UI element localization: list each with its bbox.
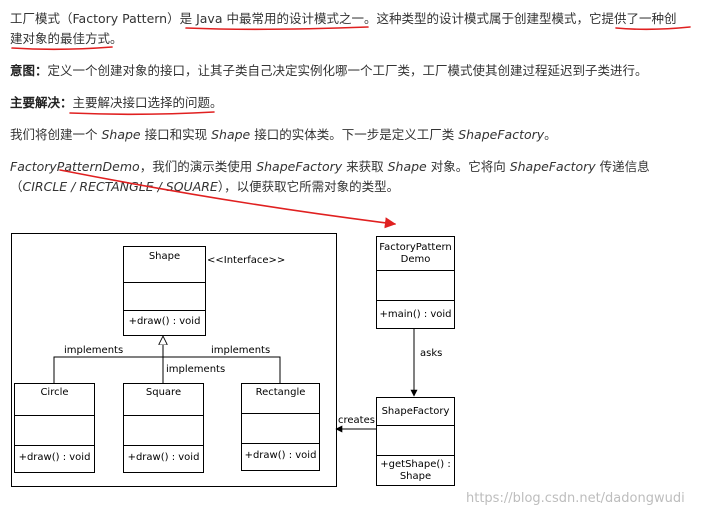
class-circle: Circle +draw() : void [14,383,95,473]
paragraph-intro-line1: 工厂模式（Factory Pattern）是 Java 中最常用的设计模式之一。… [10,11,677,26]
plan-text-4: 。 [544,127,557,142]
demo-text-6: ），以便获取它所需对象的类型。 [217,179,400,194]
class-demo-attributes [377,271,454,301]
demo-term-shapefactory: ShapeFactory [256,159,343,174]
demo-text-1: ，我们的演示类使用 [139,159,257,174]
class-square-name: Square [124,384,203,416]
demo-text-4: 传递信息 [595,159,650,174]
asks-label: asks [420,348,443,359]
class-factory-method-line1: +getShape() : [380,458,451,470]
paragraph-plan: 我们将创建一个 Shape 接口和实现 Shape 接口的实体类。下一步是定义工… [10,125,557,145]
plan-term-shape-2: Shape [211,127,251,142]
paragraph-intent: 意图：定义一个创建对象的接口，让其子类自己决定实例化哪一个工厂类，工厂模式使其创… [10,61,648,81]
solution-heading: 主要解决： [10,95,73,110]
class-factory-method: +getShape() : Shape [377,456,454,485]
class-shape-attributes [124,283,205,311]
underline-provides-way [615,26,691,31]
demo-text-3: 对象。它将向 [426,159,510,174]
class-rectangle: Rectangle +draw() : void [241,383,320,471]
class-rectangle-method: +draw() : void [244,450,317,461]
class-square: Square +draw() : void [123,383,204,473]
class-factory-method-line2: Shape [399,470,432,482]
plan-text-1: 我们将创建一个 [10,127,102,142]
creates-label: creates [338,415,375,426]
class-square-attributes [124,416,203,446]
paragraph-demo-line1: FactoryPatternDemo，我们的演示类使用 ShapeFactory… [10,157,650,177]
plan-term-shapefactory: ShapeFactory [458,127,545,142]
class-rectangle-attributes [242,414,319,444]
class-circle-attributes [15,416,94,446]
underline-interface-choice [69,111,215,116]
underline-java-most-used [185,26,369,31]
intent-heading: 意图： [10,63,48,78]
class-factory-attributes [377,426,454,456]
shape-stereotype-label: <<Interface>> [207,255,286,266]
class-demo-name: FactoryPattern Demo [377,237,454,271]
class-shape-method: +draw() : void [128,316,201,327]
class-factorypatterndemo: FactoryPattern Demo +main() : void [376,236,455,329]
interface-group-frame [11,233,337,487]
rectangle-implements-line [163,356,281,383]
demo-text-5: （ [10,179,23,194]
demo-term-shapefactory-2: ShapeFactory [509,159,596,174]
paragraph-intro-line2: 建对象的最佳方式。 [10,31,123,46]
implements-connectors [53,337,281,383]
plan-term-shape: Shape [101,127,141,142]
class-demo-method: +main() : void [379,308,452,320]
implements-label-left: implements [64,345,124,356]
implements-label-right: implements [211,345,271,356]
plan-text-2: 接口和实现 [140,127,212,142]
class-square-method: +draw() : void [127,452,200,463]
underline-best-way [11,46,113,51]
demo-term-factorypatterndemo: FactoryPatternDemo [10,159,140,174]
class-shapefactory: ShapeFactory +getShape() : Shape [376,397,455,486]
class-shape-name: Shape [124,247,205,283]
class-factory-name: ShapeFactory [377,398,454,426]
watermark: https://blog.csdn.net/dadongwudi [466,491,685,506]
intent-text: 定义一个创建对象的接口，让其子类自己决定实例化哪一个工厂类，工厂模式使其创建过程… [47,63,648,78]
demo-term-shape: Shape [387,159,427,174]
class-circle-method: +draw() : void [18,452,91,463]
class-circle-name: Circle [15,384,94,416]
solution-text: 主要解决接口选择的问题。 [72,95,223,110]
red-arrow-to-demo [59,169,397,229]
circle-implements-line [53,356,163,383]
class-demo-name-line2: Demo [400,253,431,265]
paragraph-main-solution: 主要解决：主要解决接口选择的问题。 [10,93,223,113]
red-annotations [11,26,691,229]
plan-text-3: 接口的实体类。下一步是定义工厂类 [250,127,459,142]
class-shape: Shape +draw() : void [123,246,206,336]
implements-label-center: implements [166,364,226,375]
demo-text-2: 来获取 [342,159,388,174]
class-rectangle-name: Rectangle [242,384,319,414]
class-demo-name-line1: FactoryPattern [379,241,452,253]
